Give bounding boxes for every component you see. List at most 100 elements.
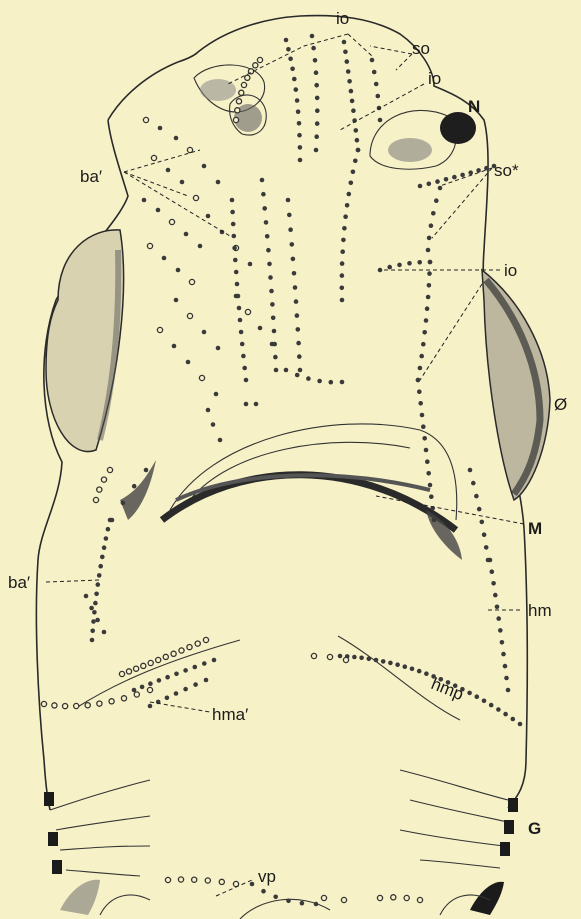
pore-dot xyxy=(407,261,412,266)
pore-dot xyxy=(216,346,221,351)
pore-dot xyxy=(381,659,386,664)
pore-dot xyxy=(250,882,255,887)
pore-dot xyxy=(187,645,192,650)
pore-dot xyxy=(418,184,423,189)
pore-dot xyxy=(126,669,131,674)
pore-dot xyxy=(370,58,375,63)
pore-dot xyxy=(90,638,95,643)
pore-dot xyxy=(265,234,270,239)
pore-dot xyxy=(141,663,146,668)
pore-dot xyxy=(429,494,434,499)
pore-dot xyxy=(298,145,303,150)
pore-dot xyxy=(290,242,295,247)
pore-dot xyxy=(496,707,501,712)
pore-dot xyxy=(352,655,357,660)
pore-dot xyxy=(239,330,244,335)
pore-dot xyxy=(314,134,319,139)
pore-dot xyxy=(261,889,266,894)
pore-dot xyxy=(429,223,434,228)
pore-dot xyxy=(340,286,345,291)
pore-dot xyxy=(157,678,162,683)
pore-dot xyxy=(341,238,346,243)
pore-dot xyxy=(203,637,208,642)
pore-dot xyxy=(174,672,179,677)
pore-dot xyxy=(511,717,516,722)
pore-dot xyxy=(388,661,393,666)
pore-dot xyxy=(96,582,101,587)
pore-dot xyxy=(434,198,439,203)
pore-dot xyxy=(354,128,359,133)
pore-dot xyxy=(274,368,279,373)
pore-dot xyxy=(340,249,345,254)
pore-dot xyxy=(313,58,318,63)
pore-dot xyxy=(504,676,509,681)
pore-dot xyxy=(89,606,94,611)
pore-dot xyxy=(291,257,296,262)
pore-dot xyxy=(156,657,161,662)
pore-dot xyxy=(237,306,242,311)
pectoral-edge-left xyxy=(100,895,150,915)
pore-dot xyxy=(206,408,211,413)
pore-dot xyxy=(142,198,147,203)
pore-dot xyxy=(238,318,243,323)
pore-dot xyxy=(216,180,221,185)
pore-dot xyxy=(286,198,291,203)
pore-dot xyxy=(356,148,361,153)
pore-dot xyxy=(235,282,240,287)
pore-dot xyxy=(268,275,273,280)
pore-dot xyxy=(482,532,487,537)
pore-dot xyxy=(286,47,291,52)
pore-dot xyxy=(359,656,364,661)
pore-dot xyxy=(495,605,500,610)
label-so-star: so* xyxy=(494,161,519,180)
pore-dot xyxy=(273,895,278,900)
pore-dot xyxy=(340,298,345,303)
pore-dot xyxy=(297,133,302,138)
pore-dot xyxy=(94,592,99,597)
pore-dot xyxy=(102,545,107,550)
pore-dot xyxy=(420,413,425,418)
pore-dot xyxy=(426,471,431,476)
pore-dot xyxy=(219,879,224,884)
pore-dot xyxy=(351,170,356,175)
pore-dot xyxy=(202,661,207,666)
pore-dot xyxy=(144,468,149,473)
pore-dot xyxy=(244,402,249,407)
pore-dot xyxy=(261,192,266,197)
pore-dot xyxy=(290,67,295,72)
pore-dot xyxy=(239,90,244,95)
pore-dot xyxy=(503,664,508,669)
pore-dot xyxy=(424,318,429,323)
pore-dot xyxy=(143,117,148,122)
pore-dot xyxy=(214,392,219,397)
pore-dot xyxy=(468,170,473,175)
pore-dot xyxy=(482,699,487,704)
pore-dot xyxy=(410,667,415,672)
pore-dot xyxy=(90,629,95,634)
pore-dot xyxy=(295,313,300,318)
pore-dot xyxy=(211,422,216,427)
pore-dot xyxy=(174,136,179,141)
pore-dot xyxy=(205,878,210,883)
pore-dot xyxy=(431,211,436,216)
pore-dot xyxy=(496,616,501,621)
pore-dot xyxy=(230,210,235,215)
pore-dot xyxy=(417,260,422,265)
pore-dot xyxy=(298,368,303,373)
gill-slits-right xyxy=(400,770,518,915)
pore-dot xyxy=(232,234,237,239)
pore-dot xyxy=(174,691,179,696)
pore-dot xyxy=(180,180,185,185)
pore-dot xyxy=(342,40,347,45)
right-eye xyxy=(482,270,550,500)
pore-dot xyxy=(498,628,503,633)
pore-dot xyxy=(241,82,246,87)
pore-dot xyxy=(148,681,153,686)
pore-dot xyxy=(294,299,299,304)
pore-dot xyxy=(490,569,495,574)
pore-dot xyxy=(270,302,275,307)
left-eye xyxy=(46,230,124,452)
pore-dot xyxy=(484,545,489,550)
pore-dot xyxy=(300,901,305,906)
pore-dot xyxy=(258,326,263,331)
